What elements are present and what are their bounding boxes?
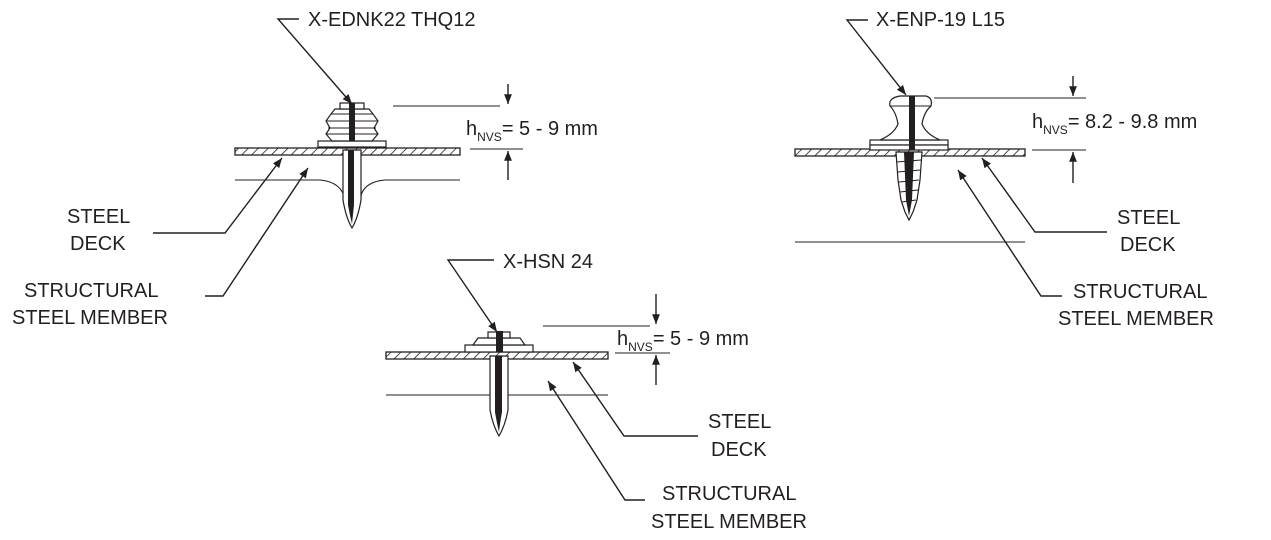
member-label-2a: STRUCTURAL: [662, 483, 796, 505]
height-label-2: hNVS= 5 - 9 mm: [617, 328, 749, 354]
fastener-1-name: X-EDNK22 THQ12: [308, 9, 475, 31]
deck-leader-1: [153, 157, 283, 234]
member-label-1a: STRUCTURAL: [24, 280, 158, 302]
fastener-3: X-ENP-19 L15 hNVS= 8.2 - 9.8 mm STEEL DE…: [794, 9, 1214, 330]
member-label-3a: STRUCTURAL: [1073, 281, 1207, 303]
fastener-2: X-HSN 24 hNVS= 5 - 9 mm STEEL DECK STRUC…: [385, 251, 807, 533]
member-label-2b: STEEL MEMBER: [651, 511, 807, 533]
name-leader-1: [276, 18, 353, 105]
washer-1: [317, 140, 387, 148]
deck-label-1b: DECK: [70, 233, 126, 255]
height-label-3: hNVS= 8.2 - 9.8 mm: [1032, 111, 1197, 137]
deck-label-2b: DECK: [711, 439, 767, 461]
member-leader-3: [957, 169, 1062, 297]
member-label-3b: STEEL MEMBER: [1058, 308, 1214, 330]
deck-label-3b: DECK: [1120, 234, 1176, 256]
member-leader-2: [547, 380, 645, 501]
member-leader-1: [205, 167, 309, 297]
fastener-3-name: X-ENP-19 L15: [876, 9, 1005, 31]
name-leader-3: [845, 19, 907, 96]
fastener-2-name: X-HSN 24: [503, 251, 593, 273]
deck-leader-3: [981, 157, 1107, 233]
deck-label-3a: STEEL: [1117, 207, 1180, 229]
name-leader-2: [446, 259, 498, 333]
fastener-1: X-EDNK22 THQ12 hNVS= 5 - 9 mm STEEL DECK…: [12, 9, 598, 329]
deck-label-2a: STEEL: [708, 411, 771, 433]
deck-leader-2: [572, 361, 698, 437]
deck-label-1a: STEEL: [67, 206, 130, 228]
member-label-1b: STEEL MEMBER: [12, 307, 168, 329]
height-label-1: hNVS= 5 - 9 mm: [466, 118, 598, 144]
